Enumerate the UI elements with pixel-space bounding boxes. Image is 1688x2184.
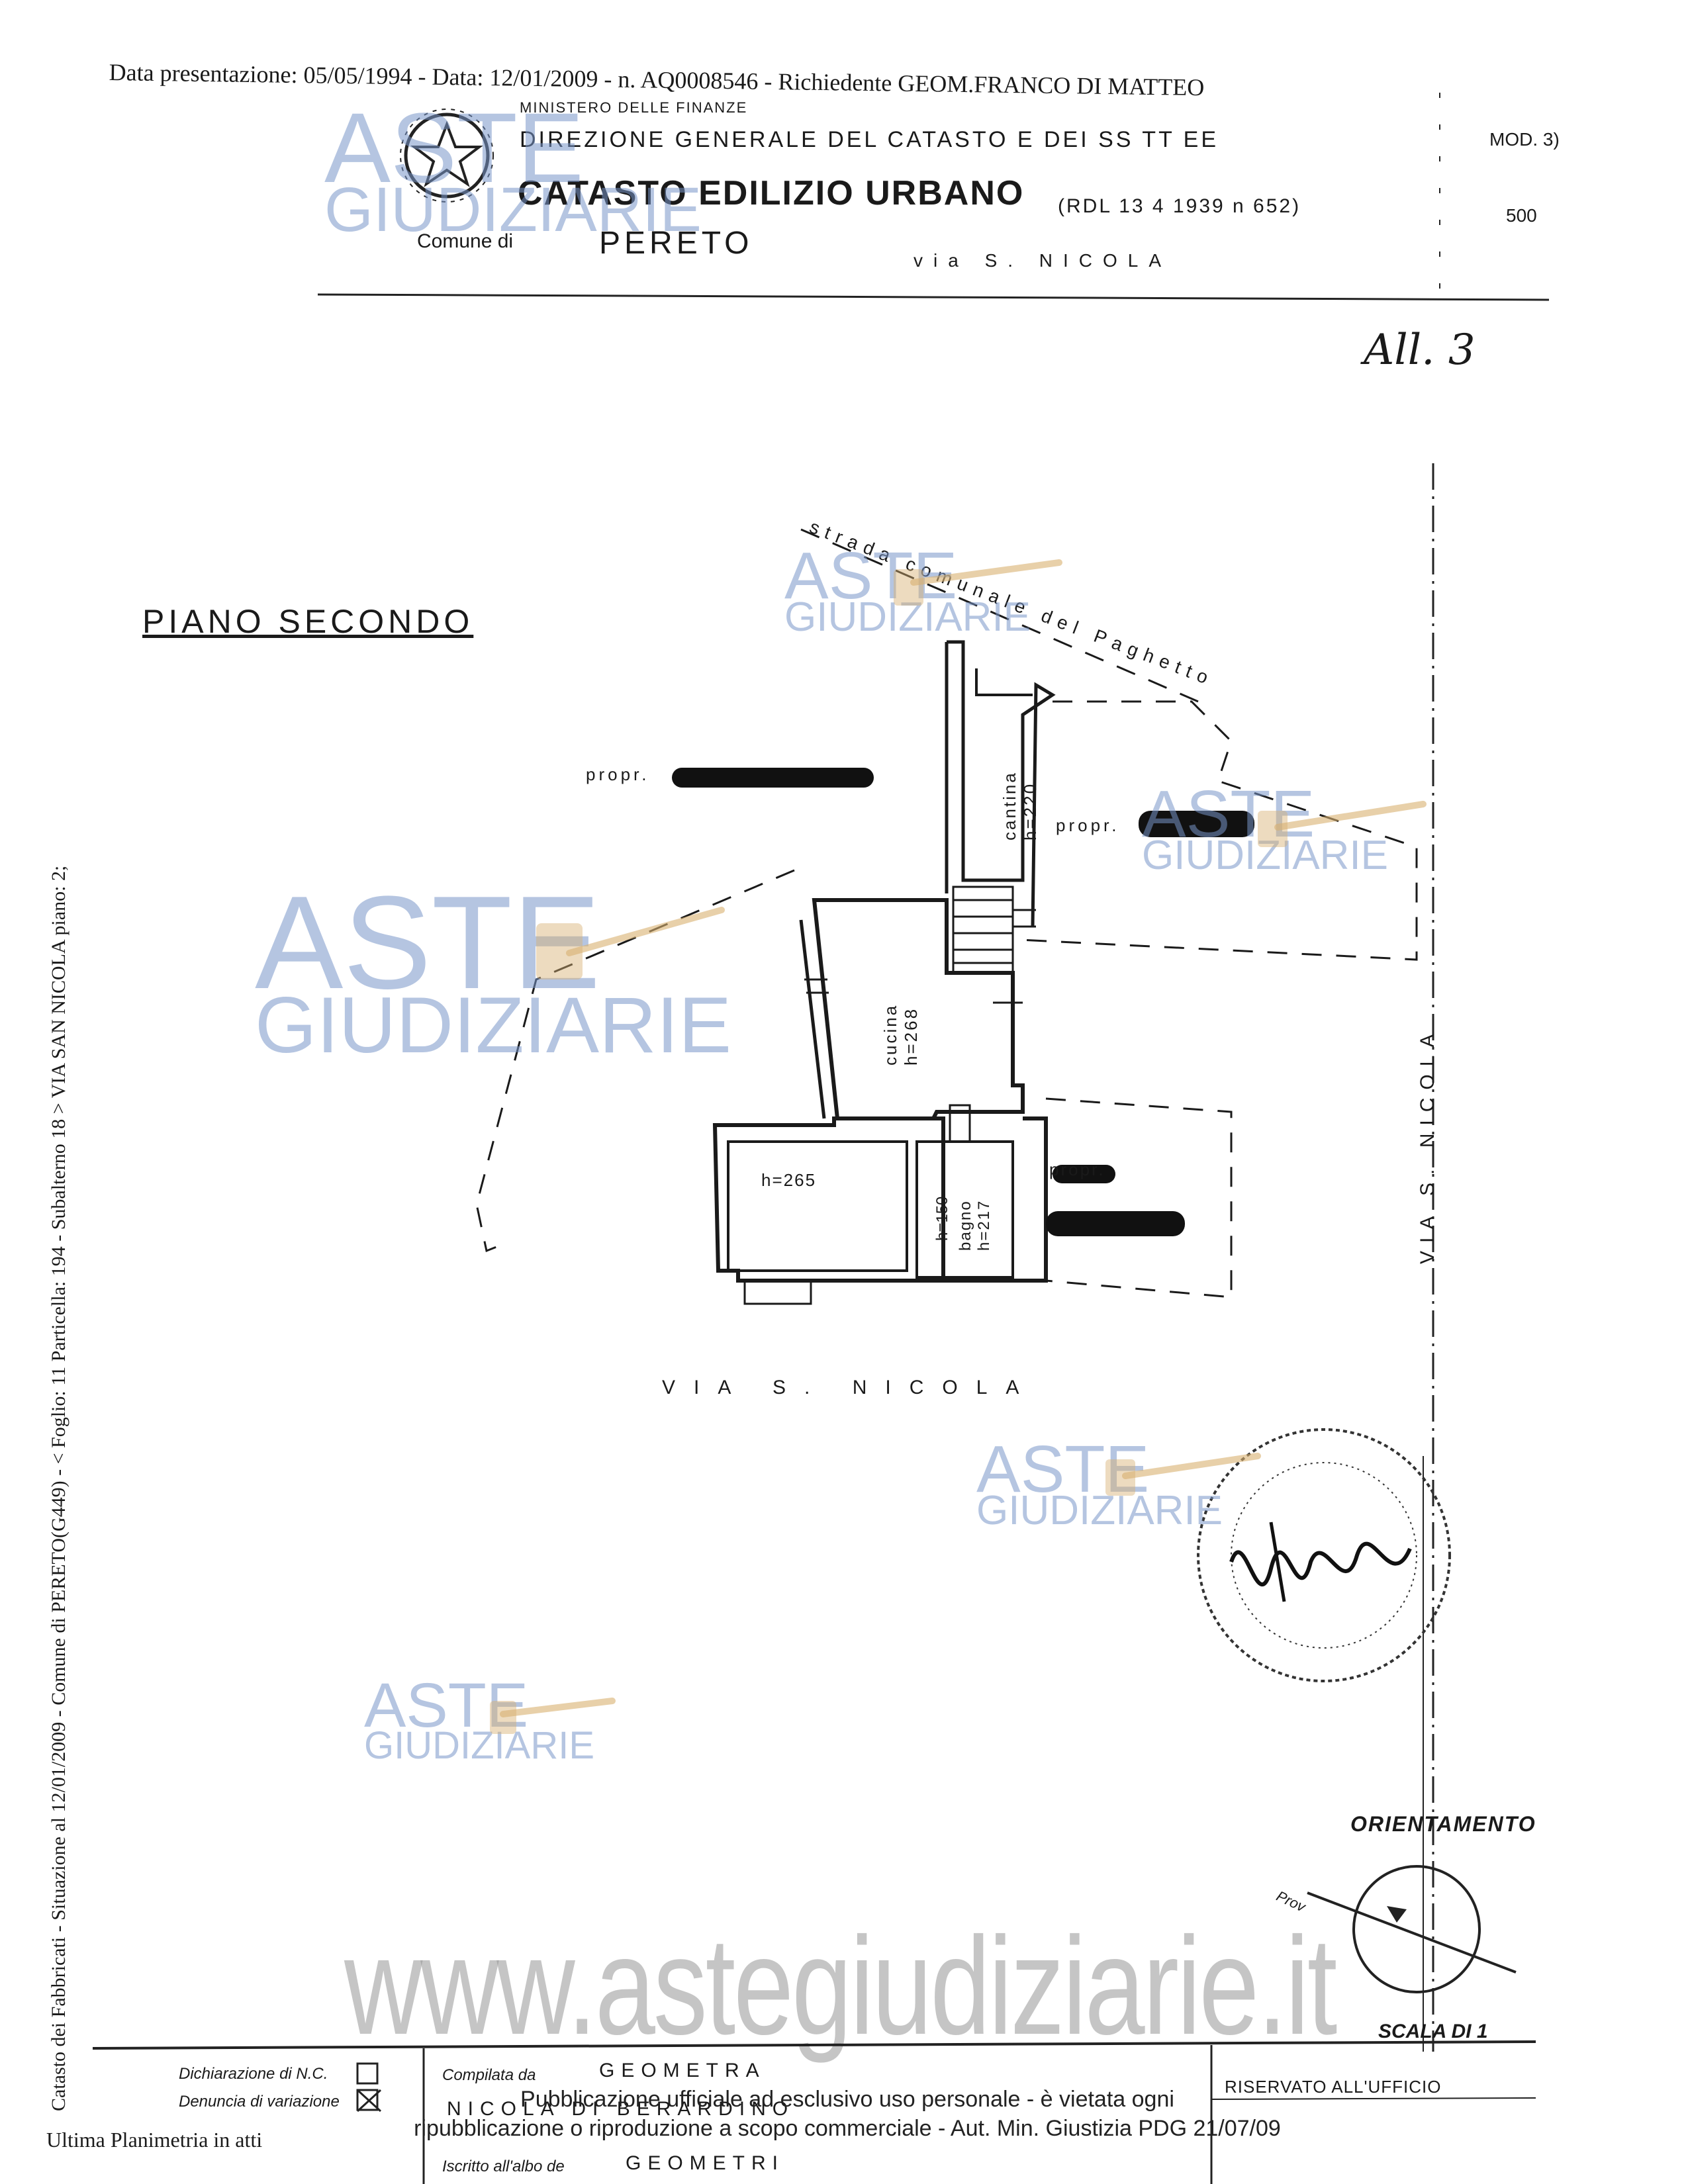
form-row-variazione: Denuncia di variazione (179, 2093, 340, 2111)
compilata-label: Compilata da (442, 2066, 536, 2084)
form-row-nc: Dichiarazione di N.C. (179, 2065, 328, 2083)
notice-line-1: Pubblicazione ufficiale ad esclusivo uso… (520, 2087, 1174, 2112)
orientation-label: ORIENTAMENTO (1350, 1812, 1536, 1836)
redaction-marks (672, 768, 1254, 1236)
watermark-brand-bottom: GIUDIZIARIE (324, 175, 702, 245)
iscritto-label: Iscritto all'albo de (442, 2158, 565, 2175)
watermark-logo: ASTE GIUDIZIARIE (1142, 781, 1388, 876)
neighbor-outline (475, 528, 1418, 1298)
watermark-brand-top: ASTE (784, 539, 958, 613)
watermark-brand-bottom: GIUDIZIARIE (784, 594, 1031, 640)
comune-name: PERETO (599, 226, 753, 261)
watermark-brand-top: ASTE (324, 92, 584, 203)
scale-label: SCALA DI 1 (1378, 2021, 1488, 2042)
watermark-logo: ASTE GIUDIZIARIE (324, 98, 702, 242)
publication-notice: Pubblicazione ufficiale ad esclusivo uso… (361, 2085, 1334, 2143)
propr-label: propr. (1056, 815, 1120, 835)
room-height-label: h=265 (761, 1170, 817, 1190)
direction-label: DIREZIONE GENERALE DEL CATASTO E DEI SS … (520, 127, 1219, 152)
watermark-site: www.astegiudiziarie.it (344, 1908, 1337, 2064)
header-street: via S. NICOLA (914, 250, 1172, 271)
compilata-name: NICOLA DI BERARDINO (447, 2098, 795, 2120)
watermark-brand-bottom: GIUDIZIARIE (976, 1488, 1223, 1533)
header-scale: 500 (1506, 205, 1537, 226)
notice-line-2: ripubblicazione o riproduzione a scopo c… (414, 2116, 1281, 2142)
watermark-brand-bottom: GIUDIZIARIE (364, 1724, 595, 1767)
iscritto-value: GEOMETRI (626, 2152, 785, 2174)
compilata-title: GEOMETRA (599, 2060, 766, 2081)
watermark-logo: ASTE GIUDIZIARIE (784, 543, 1031, 638)
model-number: MOD. 3) (1489, 129, 1560, 150)
watermark-brand-top: ASTE (976, 1432, 1150, 1506)
form-row-ultima: Ultima Planimetria in atti (46, 2128, 263, 2152)
cantina-walls (947, 640, 1056, 927)
north-arrow-icon (1307, 1865, 1517, 1993)
ministry-label: MINISTERO DELLE FINANZE (520, 99, 748, 116)
propr-label: propr. (586, 764, 650, 784)
watermark-brand-top: ASTE (364, 1670, 529, 1741)
floor-title: PIANO SECONDO (142, 603, 474, 640)
street-label-bottom: VIA S. NICOLA (662, 1377, 1038, 1398)
watermark-logo: ASTE GIUDIZIARIE (255, 869, 732, 1069)
law-reference: (RDL 13 4 1939 n 652) (1058, 195, 1301, 217)
republic-emblem-icon (400, 109, 494, 203)
propr-label: propr. (1049, 1160, 1105, 1179)
watermark-logo: ASTE GIUDIZIARIE (976, 1436, 1223, 1531)
watermark-brand-bottom: GIUDIZIARIE (255, 981, 732, 1069)
comune-label: Comune di (417, 230, 514, 252)
official-stamp-icon (1197, 1428, 1451, 1682)
watermark-logo: ASTE GIUDIZIARIE (364, 1674, 594, 1765)
registry-title: CATASTO EDILIZIO URBANO (518, 174, 1025, 212)
watermark-brand-top: ASTE (255, 869, 601, 1017)
riservato-label: RISERVATO ALL'UFFICIO (1225, 2077, 1442, 2097)
watermark-brand-top: ASTE (1142, 777, 1315, 851)
attachment-label: All. 3 (1364, 326, 1476, 375)
watermark-brand-bottom: GIUDIZIARIE (1142, 833, 1389, 878)
